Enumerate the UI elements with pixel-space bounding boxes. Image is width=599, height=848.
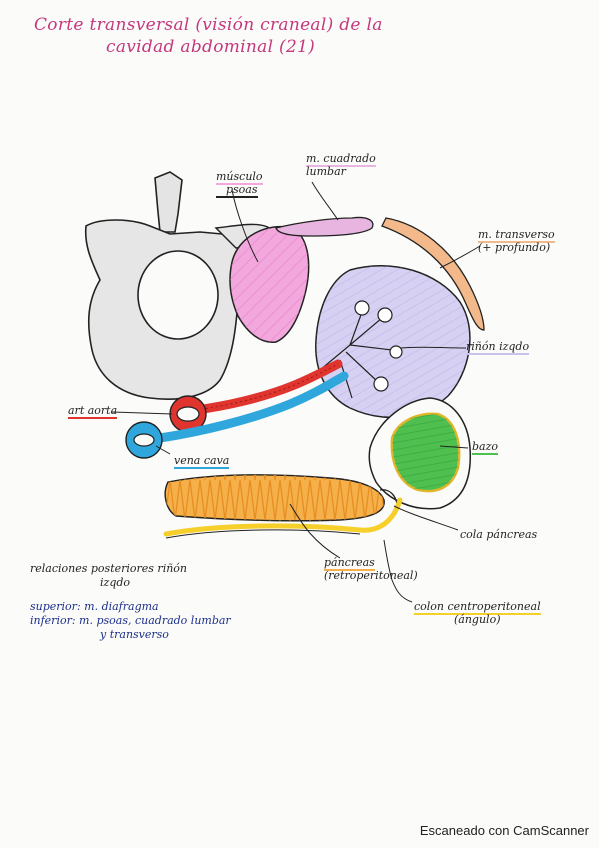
label-pancreas: páncreas (retroperitoneal) xyxy=(324,556,418,582)
kidney-left xyxy=(315,264,471,419)
title-line-2: cavidad abdominal (21) xyxy=(106,37,316,57)
label-psoas: músculo psoas xyxy=(216,170,263,198)
notes-heading-line-1: relaciones posteriores riñón xyxy=(30,562,187,575)
title-line-1: Corte transversal (visión craneal) de la xyxy=(34,15,383,35)
label-cava: vena cava xyxy=(174,454,230,469)
leader-lines xyxy=(111,181,481,603)
camscanner-watermark: Escaneado con CamScanner xyxy=(419,823,589,838)
spleen xyxy=(368,397,472,510)
notes-inferior-1: inferior: m. psoas, cuadrado lumbar xyxy=(30,614,231,627)
label-cola-pancreas: cola páncreas xyxy=(460,528,538,541)
pancreas xyxy=(164,474,398,522)
page-title: Corte transversal (visión craneal) de la… xyxy=(34,14,494,58)
notes-relaciones: relaciones posteriores riñón izqdo super… xyxy=(30,562,330,642)
label-colon: colon centroperitoneal (ángulo) xyxy=(414,600,541,626)
cuadrado-lumbar-muscle xyxy=(275,216,374,237)
notes-superior: superior: m. diafragma xyxy=(30,600,159,613)
transverso-muscle xyxy=(381,217,485,331)
label-rinon: riñón izqdo xyxy=(466,340,530,355)
notes-inferior-2: y transverso xyxy=(100,628,169,641)
psoas-muscle xyxy=(229,225,310,343)
label-bazo: bazo xyxy=(472,440,499,455)
notes-heading-line-2: izqdo xyxy=(100,576,131,589)
vena-cava xyxy=(125,371,349,459)
label-transverso: m. transverso (+ profundo) xyxy=(478,228,555,254)
label-aorta: art aorta xyxy=(68,404,118,419)
colon xyxy=(163,497,403,539)
label-cuadrado-lumbar: m. cuadrado lumbar xyxy=(306,152,376,178)
